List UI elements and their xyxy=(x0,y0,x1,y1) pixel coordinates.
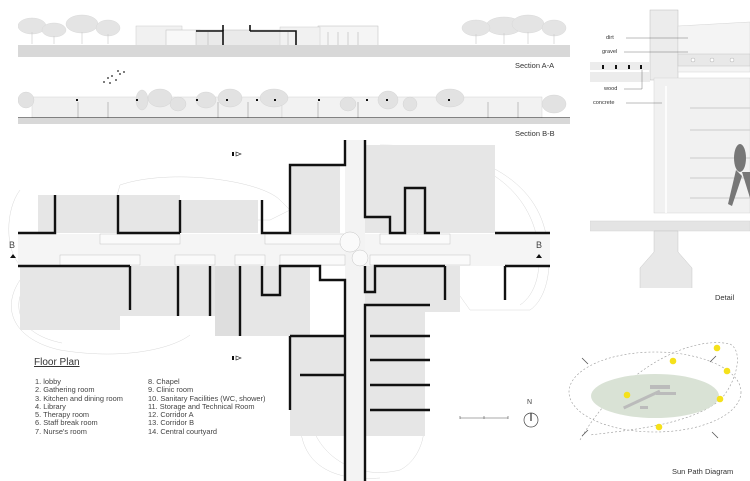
scale-bar xyxy=(458,413,510,421)
legend-item: 3. Kitchen and dining room xyxy=(35,393,123,403)
legend-item: 9. Clinic room xyxy=(148,385,194,395)
detail-drawing xyxy=(590,8,750,288)
detail-label: Detail xyxy=(715,293,735,302)
legend-item: 11. Storage and Technical Room xyxy=(148,401,255,411)
sun-path-label: Sun Path Diagram xyxy=(672,467,734,476)
section-marker-left: B xyxy=(9,240,16,250)
legend-item: 14. Central courtyard xyxy=(148,426,218,436)
room-legend-col-2: 8. Chapel 9. Clinic room 10. Sanitary Fa… xyxy=(148,377,266,436)
birds-icon xyxy=(100,68,128,86)
legend-item: 8. Chapel xyxy=(148,377,180,386)
legend-item: 4. Library xyxy=(35,401,66,411)
north-label: N xyxy=(527,399,533,406)
section-a-a-drawing xyxy=(18,8,570,58)
north-arrow-icon xyxy=(522,403,540,429)
legend-item: 6. Staff break room xyxy=(35,418,98,428)
floor-plan-drawing xyxy=(0,140,580,481)
section-marker-right: B xyxy=(536,240,543,250)
material-label-concrete: concrete xyxy=(593,100,615,106)
legend-item: 7. Nurse's room xyxy=(35,426,87,436)
legend-item: 1. lobby xyxy=(35,377,61,386)
legend-item: 10. Sanitary Facilities (WC, shower) xyxy=(148,393,266,403)
material-label-dirt: dirt xyxy=(606,35,614,41)
section-b-b-drawing xyxy=(18,84,570,124)
legend-item: 13. Corridor B xyxy=(148,418,195,428)
room-legend-col-1: 1. lobby 2. Gathering room 3. Kitchen an… xyxy=(35,377,123,436)
floor-plan-title: Floor Plan xyxy=(34,357,80,368)
legend-item: 5. Therapy room xyxy=(35,410,90,420)
material-label-wood: wood xyxy=(604,86,618,92)
material-label-gravel: gravel xyxy=(602,49,618,55)
section-b-b-label: Section B-B xyxy=(515,129,555,138)
section-a-a-label: Section A-A xyxy=(515,61,555,70)
legend-item: 2. Gathering room xyxy=(35,385,95,395)
sun-path-diagram xyxy=(560,330,750,450)
legend-item: 12. Corridor A xyxy=(148,410,194,420)
